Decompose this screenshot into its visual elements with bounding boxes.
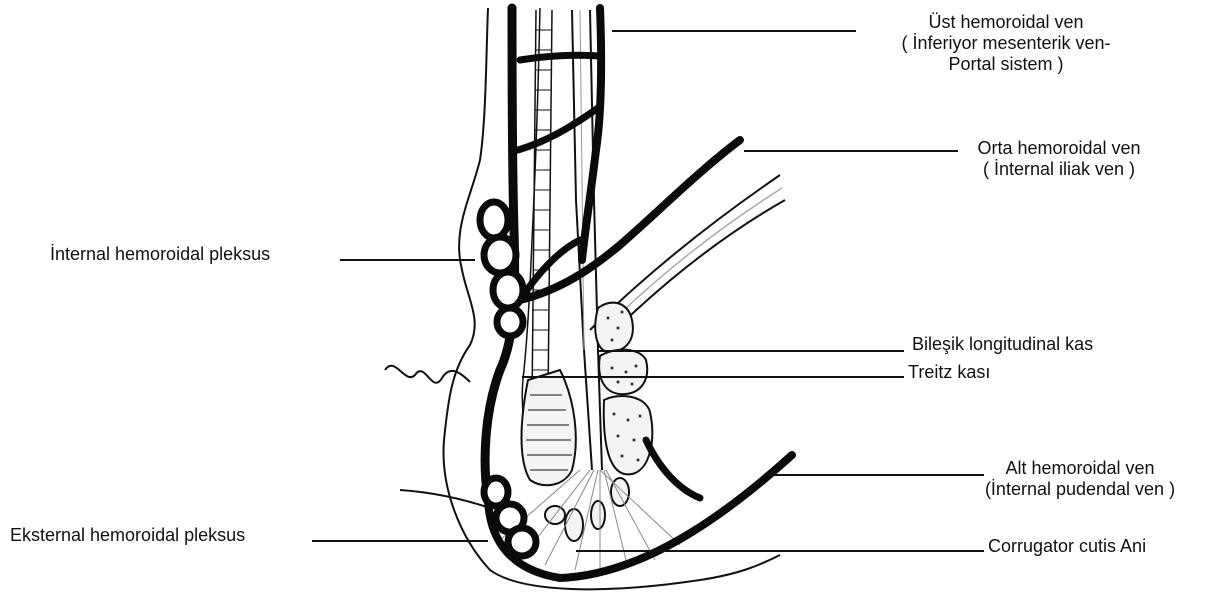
label-ust-hemoroidal-ven: Üst hemoroidal ven ( İnferiyor mesenteri… <box>856 12 1156 75</box>
leader-bilesik <box>598 350 904 352</box>
perianal-skin-line <box>400 490 490 508</box>
label-external-plexus: Eksternal hemoroidal pleksus <box>10 525 245 546</box>
label-corrugator-cutis-ani: Corrugator cutis Ani <box>988 536 1146 557</box>
label-treitz-kasi: Treitz kası <box>908 362 990 383</box>
leader-internal-plexus <box>340 259 475 261</box>
label-bilesik-longitudinal-kas: Bileşik longitudinal kas <box>912 334 1093 355</box>
internal-sphincter <box>522 370 576 485</box>
label-alt-line2: (İnternal pudendal ven ) <box>950 479 1210 500</box>
leader-orta <box>744 150 958 152</box>
label-alt-hemoroidal-ven: Alt hemoroidal ven (İnternal pudendal ve… <box>950 458 1210 500</box>
leader-external-plexus <box>312 540 488 542</box>
label-alt-line1: Alt hemoroidal ven <box>950 458 1210 479</box>
vein-network <box>485 8 792 578</box>
leader-corrugator <box>576 550 984 552</box>
leader-ust <box>612 30 856 32</box>
label-internal-plexus: İnternal hemoroidal pleksus <box>50 244 270 265</box>
leader-treitz <box>522 376 904 378</box>
mucosa-column <box>532 10 552 400</box>
label-ust-line3: Portal sistem ) <box>856 54 1156 75</box>
label-ust-line1: Üst hemoroidal ven <box>856 12 1156 33</box>
label-ust-line2: ( İnferiyor mesenterik ven- <box>856 33 1156 54</box>
label-orta-hemoroidal-ven: Orta hemoroidal ven ( İnternal iliak ven… <box>944 138 1174 180</box>
label-orta-line2: ( İnternal iliak ven ) <box>944 159 1174 180</box>
label-orta-line1: Orta hemoroidal ven <box>944 138 1174 159</box>
